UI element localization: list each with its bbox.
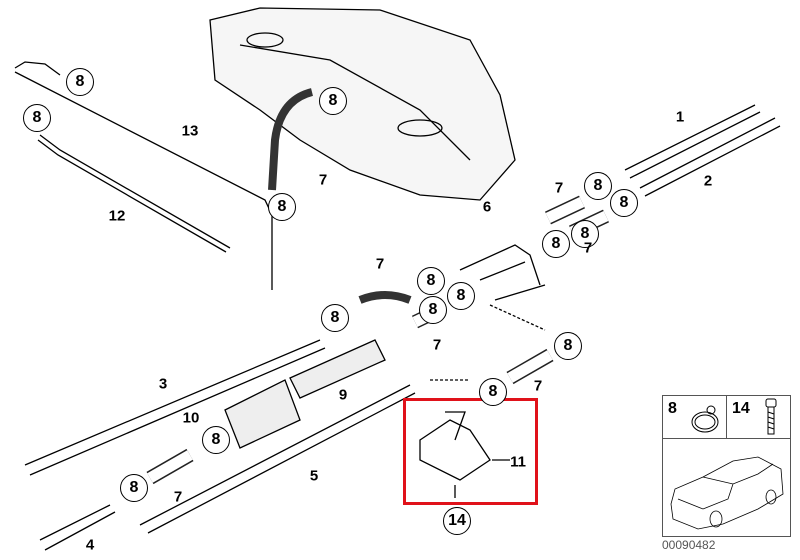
label-7[interactable]: 7	[533, 377, 543, 395]
inset-clamp-label: 8	[668, 400, 677, 417]
callout-8[interactable]: 8	[542, 230, 570, 258]
label-7[interactable]: 7	[173, 488, 183, 506]
label-9[interactable]: 9	[338, 386, 348, 404]
label-5[interactable]: 5	[309, 467, 319, 485]
label-7[interactable]: 7	[318, 171, 328, 189]
callout-14[interactable]: 14	[443, 507, 471, 535]
label-3[interactable]: 3	[158, 375, 168, 393]
fuel-filter-9	[289, 339, 386, 399]
inset-bolt-label: 14	[732, 400, 750, 417]
label-12[interactable]: 12	[108, 207, 126, 225]
fuel-line-1	[624, 104, 761, 179]
callout-8[interactable]: 8	[610, 189, 638, 217]
bolt-icon	[765, 398, 777, 435]
fuel-line-12	[37, 134, 231, 253]
callout-8[interactable]: 8	[321, 304, 349, 332]
fuel-line-2	[639, 117, 781, 197]
label-11[interactable]: 11	[510, 453, 526, 471]
label-7[interactable]: 7	[554, 179, 564, 197]
callout-8[interactable]: 8	[417, 267, 445, 295]
callout-8[interactable]: 8	[120, 474, 148, 502]
small-parts-inset: 8 14	[662, 395, 791, 537]
label-7[interactable]: 7	[583, 239, 593, 257]
label-7[interactable]: 7	[432, 336, 442, 354]
inset-bolt-cell[interactable]: 14	[726, 396, 790, 438]
fuel-tank	[209, 7, 516, 201]
callout-8[interactable]: 8	[571, 220, 599, 248]
diagram-code: 00090482	[662, 538, 716, 552]
label-13[interactable]: 13	[181, 122, 199, 140]
label-10[interactable]: 10	[182, 409, 200, 427]
connector-6	[459, 244, 546, 301]
inset-clamp-cell[interactable]: 8	[663, 396, 726, 438]
hose-7c	[358, 291, 412, 304]
bracket-11	[419, 411, 491, 481]
callout-8[interactable]: 8	[268, 193, 296, 221]
fuel-line-5	[139, 384, 416, 534]
callout-8[interactable]: 8	[202, 426, 230, 454]
callout-8[interactable]: 8	[66, 68, 94, 96]
label-2[interactable]: 2	[703, 172, 713, 190]
selection-highlight-box	[403, 398, 538, 505]
label-7[interactable]: 7	[375, 255, 385, 273]
fuel-line-3	[24, 339, 326, 476]
callout-8[interactable]: 8	[23, 104, 51, 132]
hose-clamp-icon	[691, 405, 719, 433]
label-1[interactable]: 1	[675, 108, 685, 126]
callout-8[interactable]: 8	[554, 332, 582, 360]
fuel-pump-10	[224, 379, 301, 449]
callout-8[interactable]: 8	[319, 87, 347, 115]
callout-8[interactable]: 8	[479, 378, 507, 406]
car-icon	[670, 456, 784, 530]
fuel-line-4	[39, 504, 116, 551]
label-6[interactable]: 6	[482, 198, 492, 216]
callout-8[interactable]: 8	[419, 296, 447, 324]
label-4[interactable]: 4	[85, 536, 95, 554]
callout-8[interactable]: 8	[584, 172, 612, 200]
fuel-line-13	[14, 61, 273, 290]
hose-7a	[268, 88, 314, 191]
callout-8[interactable]: 8	[447, 282, 475, 310]
